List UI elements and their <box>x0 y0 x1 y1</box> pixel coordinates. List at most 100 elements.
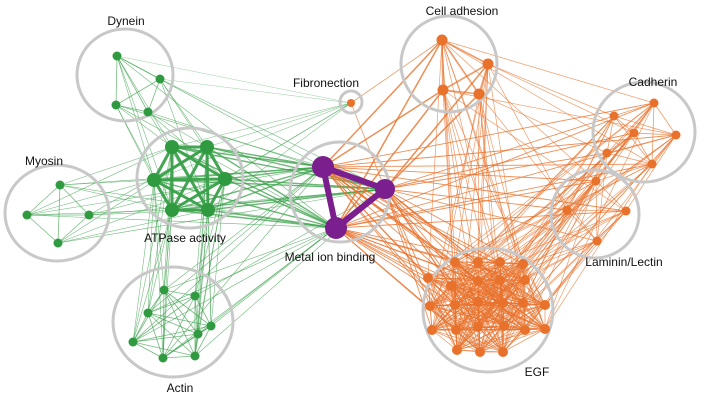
edge-atpase-metal <box>153 179 337 229</box>
edge-egf-metal <box>335 227 505 327</box>
edge-atpase-metal <box>171 166 324 211</box>
cluster-ring-egf <box>421 246 555 374</box>
edge-egf-metal <box>335 227 501 263</box>
label-fibronectin: Fibronection <box>293 76 359 90</box>
edge-cadherin-metal <box>335 163 653 229</box>
node-actin <box>128 337 138 347</box>
edge-cadherin-egf <box>499 134 677 263</box>
label-actin: Actin <box>167 381 194 395</box>
edge-actin-atpase <box>210 178 226 327</box>
edge-actin <box>132 333 199 343</box>
edge-myosin-atpase <box>59 146 173 186</box>
edge-myosin <box>59 184 90 216</box>
edge-myosin-atpase <box>26 179 155 216</box>
edge-myosin <box>26 214 59 244</box>
edge-cadherin-egf <box>499 152 608 281</box>
edge-dynein <box>115 78 161 106</box>
edge-actin-atpase <box>132 146 173 343</box>
edge-laminin-metal <box>322 166 597 182</box>
edge-dynein-atpase <box>116 55 173 211</box>
edge-actin-atpase <box>194 178 226 357</box>
node-actin <box>190 351 200 361</box>
node-egf <box>518 259 528 269</box>
edge-actin-metal <box>163 227 337 291</box>
edge-dynein-metal <box>115 104 337 229</box>
cluster-rings-layer <box>3 14 697 379</box>
edge-dynein-atpase <box>116 55 173 148</box>
node-myosin <box>84 210 94 220</box>
edge-atpase-fibronectin <box>171 102 352 211</box>
node-egf <box>518 298 528 308</box>
edge-dynein <box>115 55 118 106</box>
edge-egf <box>455 304 546 331</box>
edge-laminin-egf <box>522 240 598 265</box>
node-egf <box>450 300 460 310</box>
cluster-ring-actin <box>111 265 235 379</box>
edge-celladhesion <box>442 89 480 95</box>
node-dynein <box>112 51 122 61</box>
edge-egf <box>502 329 526 353</box>
edge-celladhesion-egf <box>477 63 489 263</box>
edge-cadherin <box>633 132 677 136</box>
node-metal-ion-binding <box>375 179 395 199</box>
label-cadherin: Cadherin <box>629 75 678 89</box>
edge-cadherin-egf <box>454 102 655 263</box>
edge-myosin-metal <box>26 214 337 229</box>
edge-egf-metal <box>322 166 481 353</box>
edge-laminin-egf <box>477 210 627 282</box>
edge-laminin-metal <box>384 188 598 242</box>
edge-myosin <box>26 184 61 216</box>
edge-laminin-metal <box>384 188 568 211</box>
edge-celladhesion-egf <box>487 63 524 304</box>
edge-cadherin-metal <box>322 134 677 168</box>
edge-actin-atpase <box>194 178 226 297</box>
edge-egf <box>524 279 546 306</box>
edge-celladhesion-egf <box>478 93 504 353</box>
node-atpase <box>218 172 232 186</box>
edge-celladhesion-laminin <box>441 39 597 182</box>
cluster-ring-dynein <box>75 27 175 123</box>
node-fibronectin <box>347 99 355 107</box>
edge-actin-atpase <box>194 146 208 357</box>
edge-cadherin-egf <box>477 115 615 263</box>
edge-celladhesion-cadherin <box>487 63 635 134</box>
edge-cadherin-egf <box>455 102 655 331</box>
node-myosin <box>53 238 63 248</box>
edge-dynein-atpase <box>115 104 173 148</box>
edge-actin-atpase <box>132 209 173 343</box>
edge-dynein-atpase <box>159 78 209 211</box>
edge-laminin-egf <box>450 209 568 287</box>
edge-actin <box>162 295 196 359</box>
node-myosin <box>22 210 32 220</box>
edge-egf <box>479 329 526 353</box>
edge-dynein-fibronectin <box>116 55 352 104</box>
edge-egf-metal <box>335 227 429 279</box>
edge-dynein-atpase <box>147 111 209 211</box>
label-myosin: Myosin <box>25 154 63 168</box>
label-laminin-lectin: Laminin/Lectin <box>585 255 662 269</box>
edge-actin <box>132 341 164 359</box>
node-egf <box>446 281 456 291</box>
edge-egf <box>456 325 505 351</box>
cluster-ring-celladhesion <box>399 14 499 114</box>
edge-celladhesion-egf <box>478 93 524 265</box>
node-celladhesion <box>482 58 494 70</box>
node-celladhesion <box>473 88 485 100</box>
edge-celladhesion <box>441 39 480 95</box>
edge-cadherin <box>651 102 655 165</box>
label-cell-adhesion: Cell adhesion <box>426 4 499 18</box>
label-dynein: Dynein <box>107 14 144 28</box>
edge-cadherin-egf <box>427 102 655 279</box>
edge-actin <box>132 341 196 357</box>
edge-laminin-metal <box>335 180 597 229</box>
edge-celladhesion-cadherin <box>478 93 608 154</box>
edge-atpase-metal <box>206 146 337 229</box>
node-cadherin <box>671 130 681 140</box>
node-dynein <box>143 107 153 117</box>
edge-actin-metal <box>147 166 324 314</box>
edge-fibronectin-orange <box>350 39 443 104</box>
node-egf <box>520 325 530 335</box>
edge-egf <box>450 263 524 287</box>
